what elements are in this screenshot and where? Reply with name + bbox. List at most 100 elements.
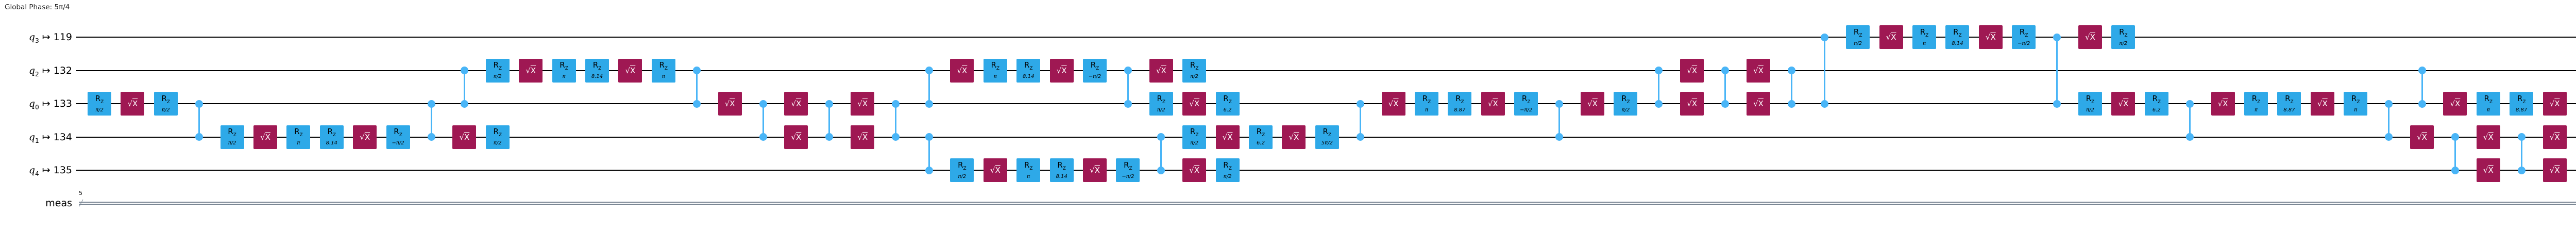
gate-sx: √X [2543, 125, 2567, 149]
gate-sx: √X [2443, 92, 2467, 116]
cz-connector [1359, 104, 1361, 137]
sqrt-x-icon: √X [957, 66, 968, 75]
cz-control-dot [460, 100, 468, 108]
gate-sx: √X [2211, 92, 2235, 116]
cz-control-dot [1124, 100, 1132, 108]
sqrt-x-icon: √X [2549, 166, 2560, 175]
cz-control-dot [925, 67, 933, 74]
cz-control-dot [2517, 166, 2526, 174]
cz-connector [895, 104, 897, 137]
gate-sx: √X [784, 125, 808, 149]
cz-control-dot [692, 67, 701, 74]
cz-control-dot [1655, 67, 1663, 74]
gate-sx: √X [1149, 58, 1173, 83]
gate-parameter: 8.87 [2516, 107, 2528, 113]
cz-control-dot [1124, 67, 1132, 74]
cz-control-dot [195, 100, 203, 108]
sqrt-x-icon: √X [1687, 99, 1698, 108]
gate-sx: √X [851, 92, 875, 116]
cz-control-dot [1721, 67, 1730, 74]
gate-parameter: π [662, 74, 665, 79]
gate-sx: √X [2310, 92, 2334, 116]
gate-sx: √X [121, 92, 145, 116]
gate-parameter: π [2254, 107, 2258, 113]
gate-parameter: π/2 [1854, 40, 1862, 46]
gate-parameter: π/2 [1190, 74, 1199, 79]
gate-sx: √X [1049, 58, 1074, 83]
cz-control-dot [2385, 133, 2393, 141]
cz-control-dot [2418, 67, 2426, 74]
gate-parameter: π/2 [161, 107, 170, 113]
gate-sx: √X [1282, 125, 1306, 149]
gate-parameter: π [1425, 107, 1429, 113]
register-size-label: 5 [79, 190, 82, 197]
gate-rz: RZ−π/2 [386, 125, 410, 149]
gate-parameter: 8.87 [2283, 107, 2295, 113]
gate-sx: √X [353, 125, 377, 149]
sqrt-x-icon: √X [990, 166, 1001, 175]
qubit-wire-label: q3 ↦ 119 [28, 31, 72, 44]
sqrt-x-icon: √X [1587, 99, 1598, 108]
gate-sx: √X [1747, 92, 1770, 116]
gate-sx: √X [2111, 92, 2136, 116]
gate-sx: √X [1879, 25, 1903, 49]
gate-sx: √X [2410, 125, 2434, 149]
cz-control-dot [1787, 67, 1795, 74]
gate-sx: √X [1215, 125, 1240, 149]
gate-sx: √X [618, 58, 642, 83]
gate-parameter: π/2 [493, 74, 502, 79]
sqrt-x-icon: √X [2483, 132, 2494, 142]
gate-parameter: π [1027, 173, 1030, 179]
cz-connector [762, 104, 764, 137]
qubit-wire [76, 37, 2576, 38]
gate-parameter: 6.2 [2152, 107, 2161, 113]
cz-connector [928, 137, 930, 170]
register-size-slash [79, 199, 83, 207]
cz-control-dot [1356, 133, 1364, 141]
sqrt-x-icon: √X [1090, 166, 1100, 175]
cz-control-dot [1721, 100, 1730, 108]
cz-control-dot [825, 100, 834, 108]
cz-control-dot [195, 133, 203, 141]
gate-parameter: −π/2 [1088, 74, 1101, 79]
cz-connector [1724, 70, 1726, 104]
qubit-wire-label: q4 ↦ 135 [28, 165, 72, 177]
sqrt-x-icon: √X [1289, 132, 1299, 142]
classical-wire [79, 203, 2576, 205]
sqrt-x-icon: √X [724, 99, 735, 108]
sqrt-x-icon: √X [2549, 99, 2560, 108]
gate-sx: √X [983, 158, 1007, 182]
cz-control-dot [1157, 166, 1165, 174]
gate-parameter: −π/2 [1520, 107, 1533, 113]
gate-parameter: π [297, 140, 300, 146]
qubit-wire-label: q1 ↦ 134 [28, 131, 72, 144]
cz-control-dot [2385, 100, 2393, 108]
sqrt-x-icon: √X [2217, 99, 2228, 108]
gate-sx: √X [2476, 158, 2500, 182]
gate-sx: √X [1978, 25, 2003, 49]
cz-connector [2454, 137, 2456, 170]
gate-parameter: π/2 [1621, 107, 1630, 113]
sqrt-x-icon: √X [1985, 32, 1996, 42]
cz-connector [463, 70, 465, 104]
sqrt-x-icon: √X [459, 132, 470, 142]
cz-control-dot [1821, 100, 1829, 108]
gate-parameter: π/2 [493, 140, 502, 146]
gate-parameter: 6.2 [1257, 140, 1265, 146]
sqrt-x-icon: √X [2483, 166, 2494, 175]
gate-parameter: −π/2 [2018, 40, 2030, 46]
gate-sx: √X [519, 58, 543, 83]
